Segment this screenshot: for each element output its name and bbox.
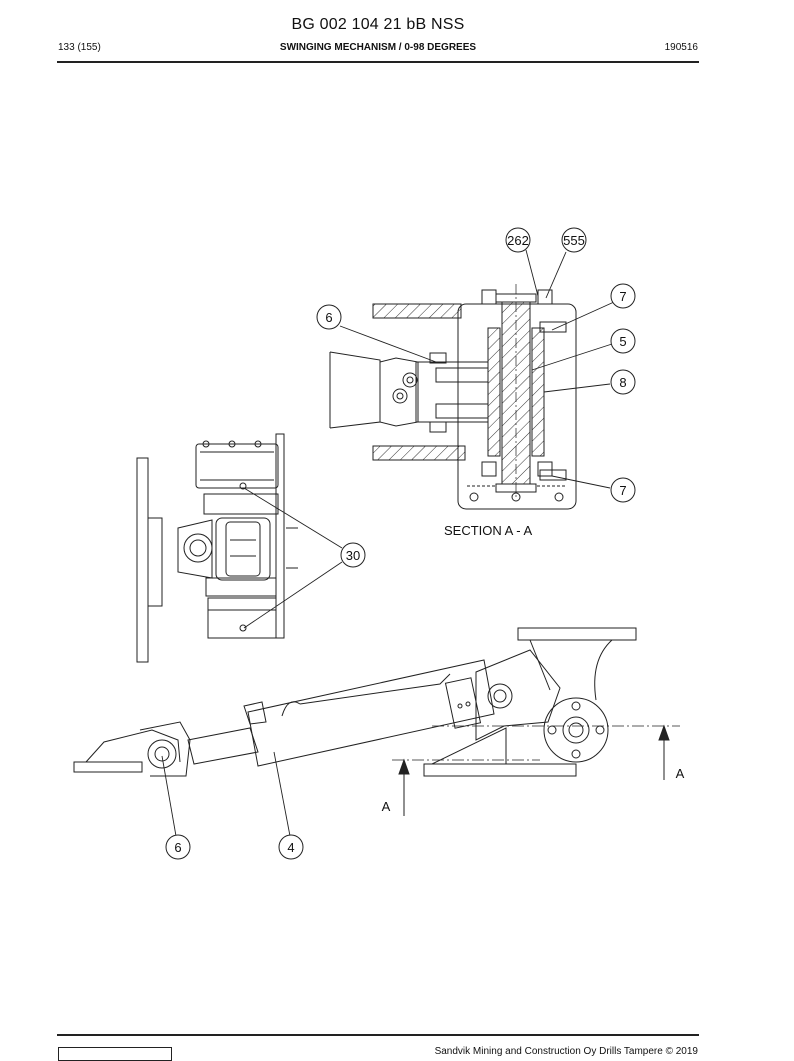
doc-title: BG 002 104 21 bB NSS bbox=[291, 16, 465, 33]
footer-copyright: Sandvik Mining and Construction Oy Drill… bbox=[434, 1046, 698, 1057]
page-number: 133 (155) bbox=[58, 42, 101, 53]
lower-frame-bar bbox=[372, 445, 466, 461]
callout-4 bbox=[278, 834, 304, 860]
callout-6-top bbox=[316, 304, 342, 330]
callout-30 bbox=[340, 542, 366, 568]
callout-8 bbox=[610, 369, 636, 395]
leader-lines bbox=[161, 249, 615, 837]
callout-30-label: 30 bbox=[346, 548, 360, 563]
section-mark-right: A bbox=[676, 766, 685, 781]
callout-7-bottom-label: 7 bbox=[619, 483, 626, 498]
callout-6-bottom-label: 6 bbox=[174, 840, 181, 855]
section-label: SECTION A - A bbox=[444, 523, 532, 538]
sandvik-logo bbox=[58, 1047, 172, 1061]
callout-7-top-label: 7 bbox=[619, 289, 626, 304]
callout-555 bbox=[561, 227, 587, 253]
callout-262 bbox=[505, 227, 531, 253]
side-view bbox=[136, 433, 298, 663]
doc-date: 190516 bbox=[664, 42, 698, 53]
assembly-view bbox=[73, 627, 680, 777]
callout-labels: 262 555 7 6 5 8 7 30 6 4 bbox=[174, 233, 626, 855]
callout-555-label: 555 bbox=[563, 233, 585, 248]
header-rule bbox=[57, 61, 699, 63]
cylinder-body bbox=[247, 659, 495, 767]
callout-5-label: 5 bbox=[619, 334, 626, 349]
upper-frame-bar bbox=[372, 303, 462, 319]
callout-7-bottom bbox=[610, 477, 636, 503]
section-mark-left: A bbox=[382, 799, 391, 814]
callout-4-label: 4 bbox=[287, 840, 294, 855]
callout-262-label: 262 bbox=[507, 233, 529, 248]
callout-5 bbox=[610, 328, 636, 354]
callout-7-top bbox=[610, 283, 636, 309]
section-title: SWINGING MECHANISM / 0-98 DEGREES bbox=[279, 42, 477, 53]
swing-flange bbox=[543, 697, 609, 763]
base-plate bbox=[136, 457, 149, 663]
section-arrows bbox=[398, 724, 670, 816]
callout-6-top-label: 6 bbox=[325, 310, 332, 325]
callout-8-label: 8 bbox=[619, 375, 626, 390]
callout-6-bottom bbox=[165, 834, 191, 860]
section-view bbox=[329, 284, 577, 510]
footer-rule bbox=[57, 1034, 699, 1036]
callout-balloons bbox=[165, 227, 636, 860]
